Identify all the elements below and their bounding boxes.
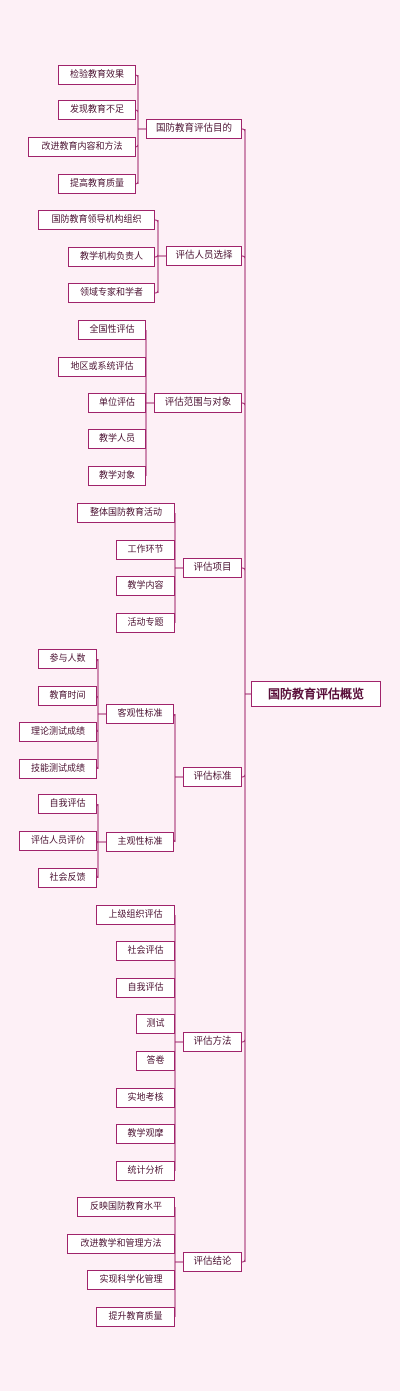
leaf-node[interactable]: 提高教育质量 (58, 174, 136, 194)
branch-node[interactable]: 评估项目 (183, 558, 242, 578)
root-node[interactable]: 国防教育评估概览 (251, 681, 381, 707)
leaf-node[interactable]: 反映国防教育水平 (77, 1197, 175, 1217)
branch-node[interactable]: 评估范围与对象 (154, 393, 242, 413)
leaf-node[interactable]: 教育时间 (38, 686, 97, 706)
leaf-node[interactable]: 答卷 (136, 1051, 175, 1071)
leaf-node[interactable]: 评估人员评价 (19, 831, 97, 851)
leaf-node[interactable]: 国防教育领导机构组织 (38, 210, 155, 230)
leaf-node[interactable]: 教学机构负责人 (68, 247, 155, 267)
root-tick (241, 402, 246, 407)
root-tick (241, 128, 246, 133)
branch-node[interactable]: 评估人员选择 (166, 246, 242, 266)
leaf-node[interactable]: 统计分析 (116, 1161, 175, 1181)
leaf-node[interactable]: 全国性评估 (78, 320, 146, 340)
leaf-node[interactable]: 上级组织评估 (96, 905, 175, 925)
leaf-node[interactable]: 检验教育效果 (58, 65, 136, 85)
leaf-node[interactable]: 改进教学和管理方法 (67, 1234, 175, 1254)
branch-node[interactable]: 评估结论 (183, 1252, 242, 1272)
leaf-node[interactable]: 教学观摩 (116, 1124, 175, 1144)
leaf-node[interactable]: 活动专题 (116, 613, 175, 633)
leaf-node[interactable]: 自我评估 (38, 794, 97, 814)
branch-node[interactable]: 国防教育评估目的 (146, 119, 242, 139)
branch-node[interactable]: 评估标准 (183, 767, 242, 787)
leaf-node[interactable]: 教学人员 (88, 429, 146, 449)
root-tick (241, 1038, 246, 1043)
leaf-node[interactable]: 理论测试成绩 (19, 722, 97, 742)
root-tick (241, 255, 246, 260)
branch-node[interactable]: 评估方法 (183, 1032, 242, 1052)
branch-connector-tick (154, 253, 159, 258)
leaf-node[interactable]: 单位评估 (88, 393, 146, 413)
leaf-node[interactable]: 社会评估 (116, 941, 175, 961)
leaf-node[interactable]: 改进教育内容和方法 (28, 137, 136, 157)
leaf-node[interactable]: 提升教育质量 (96, 1307, 175, 1327)
branch-connector-tick (154, 289, 159, 294)
root-tick (241, 773, 246, 778)
root-tick (241, 1258, 246, 1263)
leaf-node[interactable]: 教学内容 (116, 576, 175, 596)
leaf-node[interactable]: 技能测试成绩 (19, 759, 97, 779)
leaf-node[interactable]: 参与人数 (38, 649, 97, 669)
leaf-node[interactable]: 整体国防教育活动 (77, 503, 175, 523)
sub-branch-node[interactable]: 主观性标准 (106, 832, 174, 852)
leaf-node[interactable]: 自我评估 (116, 978, 175, 998)
root-tick (241, 567, 246, 572)
leaf-node[interactable]: 实地考核 (116, 1088, 175, 1108)
leaf-node[interactable]: 发现教育不足 (58, 100, 136, 120)
leaf-node[interactable]: 社会反馈 (38, 868, 97, 888)
leaf-node[interactable]: 测试 (136, 1014, 175, 1034)
branch-connector-tick (154, 219, 159, 224)
leaf-node[interactable]: 实现科学化管理 (87, 1270, 175, 1290)
leaf-node[interactable]: 工作环节 (116, 540, 175, 560)
leaf-node[interactable]: 教学对象 (88, 466, 146, 486)
sub-branch-node[interactable]: 客观性标准 (106, 704, 174, 724)
leaf-node[interactable]: 地区或系统评估 (58, 357, 146, 377)
leaf-node[interactable]: 领域专家和学者 (68, 283, 155, 303)
